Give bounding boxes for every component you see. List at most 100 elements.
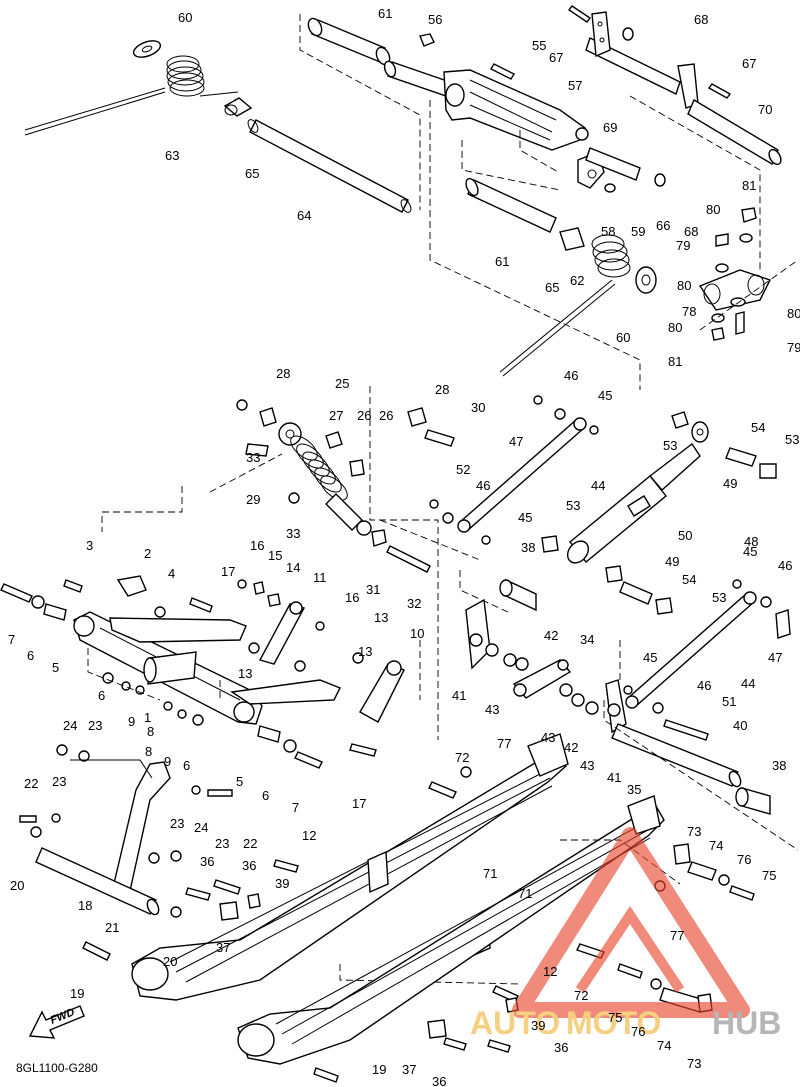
callout-29: 29	[246, 492, 260, 507]
washer-23-b	[51, 813, 61, 823]
callout-4: 4	[168, 566, 175, 581]
callout-79: 79	[676, 238, 690, 253]
washer-16-b	[315, 621, 325, 631]
bolt-7-a	[0, 583, 33, 603]
nut-13-c	[248, 642, 260, 654]
callout-49: 49	[723, 476, 737, 491]
bolt-22-a	[19, 815, 37, 823]
collar-53-d	[655, 597, 673, 615]
nut-56	[419, 33, 435, 47]
collar-6-a	[31, 595, 45, 609]
callout-72: 72	[574, 988, 588, 1003]
callout-54: 54	[682, 572, 696, 587]
callout-43: 43	[485, 702, 499, 717]
collar-65	[223, 97, 253, 117]
clamp-78	[698, 269, 771, 311]
bolt-19-b	[313, 1067, 339, 1083]
bolt-47-a	[533, 395, 543, 405]
callout-20: 20	[10, 878, 24, 893]
callout-53: 53	[712, 590, 726, 605]
collar-53-b	[759, 463, 777, 479]
bracket-74-b	[687, 861, 717, 881]
bolt-79-a	[715, 233, 729, 247]
callout-26: 26	[379, 408, 393, 423]
collar-53-c	[541, 535, 559, 553]
shaft-64	[249, 119, 409, 213]
callout-44: 44	[591, 478, 605, 493]
callout-60: 60	[178, 10, 192, 25]
nut-33-a	[236, 399, 248, 411]
callout-73: 73	[687, 1056, 701, 1071]
callout-13: 13	[238, 666, 252, 681]
nut-81-b	[711, 327, 725, 341]
rail-bracket-lower	[627, 795, 661, 835]
callout-44: 44	[741, 676, 755, 691]
collar-49	[605, 565, 623, 583]
callout-23: 23	[88, 718, 102, 733]
callout-68: 68	[694, 12, 708, 27]
callout-32: 32	[407, 596, 421, 611]
bolt-36-b	[213, 879, 241, 895]
collar-66	[585, 147, 641, 181]
callout-80: 80	[677, 278, 691, 293]
callout-42: 42	[544, 628, 558, 643]
callout-19: 19	[70, 986, 84, 1001]
callout-5: 5	[52, 660, 59, 675]
bolt-75-b	[729, 885, 755, 901]
nut-33-b	[288, 492, 300, 504]
callout-68: 68	[684, 224, 698, 239]
shaft-35	[611, 723, 739, 787]
callout-80: 80	[668, 320, 682, 335]
bracket-11	[258, 603, 306, 665]
callout-11: 11	[313, 570, 327, 585]
callout-46: 46	[476, 478, 490, 493]
collar-53-a	[671, 411, 689, 429]
callout-46: 46	[564, 368, 578, 383]
watermark-word-1: AUTO	[470, 1005, 560, 1041]
bolt-67-b	[707, 83, 732, 99]
bolt-47-b	[775, 609, 791, 639]
bolt-19-a	[82, 941, 111, 961]
bolt-67	[567, 5, 592, 23]
callout-36: 36	[432, 1074, 446, 1087]
collar-54-a	[725, 447, 757, 467]
bracket-10	[359, 663, 405, 723]
collar-5-a	[43, 603, 67, 621]
callout-76: 76	[631, 1024, 645, 1039]
callout-23: 23	[215, 836, 229, 851]
callout-75: 75	[762, 868, 776, 883]
callout-40: 40	[733, 718, 747, 733]
callout-39: 39	[275, 876, 289, 891]
nut-13-b	[294, 660, 306, 672]
callout-69: 69	[603, 120, 617, 135]
collar-6-c	[192, 714, 204, 726]
callout-80: 80	[706, 202, 720, 217]
plate-37-b	[427, 1019, 447, 1039]
bolt-17-b	[349, 743, 377, 757]
collar-43-d	[585, 701, 599, 715]
callout-78: 78	[682, 304, 696, 319]
arm-21	[111, 761, 171, 902]
washer-20-a	[30, 826, 42, 838]
callout-3: 3	[86, 538, 93, 553]
bolt-51	[663, 719, 709, 741]
callout-9: 9	[164, 754, 171, 769]
nut-45-c	[732, 579, 742, 589]
nut-45-a	[589, 425, 599, 435]
callout-38: 38	[521, 540, 535, 555]
washer-46-a	[554, 408, 566, 420]
nut-45-b	[481, 535, 491, 545]
top-rear-arm-assembly	[24, 5, 799, 390]
callout-19: 19	[372, 1062, 386, 1077]
washer-77-a	[460, 766, 472, 778]
callout-6: 6	[98, 688, 105, 703]
nut-45-d	[623, 685, 633, 695]
callout-75: 75	[608, 1010, 622, 1025]
watermark-word-2: MOTO	[566, 1005, 661, 1041]
shaft-61-upper	[311, 19, 386, 63]
shaft-69	[585, 37, 681, 95]
callout-77: 77	[670, 928, 684, 943]
callout-65: 65	[545, 280, 559, 295]
bracket-67-a	[591, 11, 611, 58]
